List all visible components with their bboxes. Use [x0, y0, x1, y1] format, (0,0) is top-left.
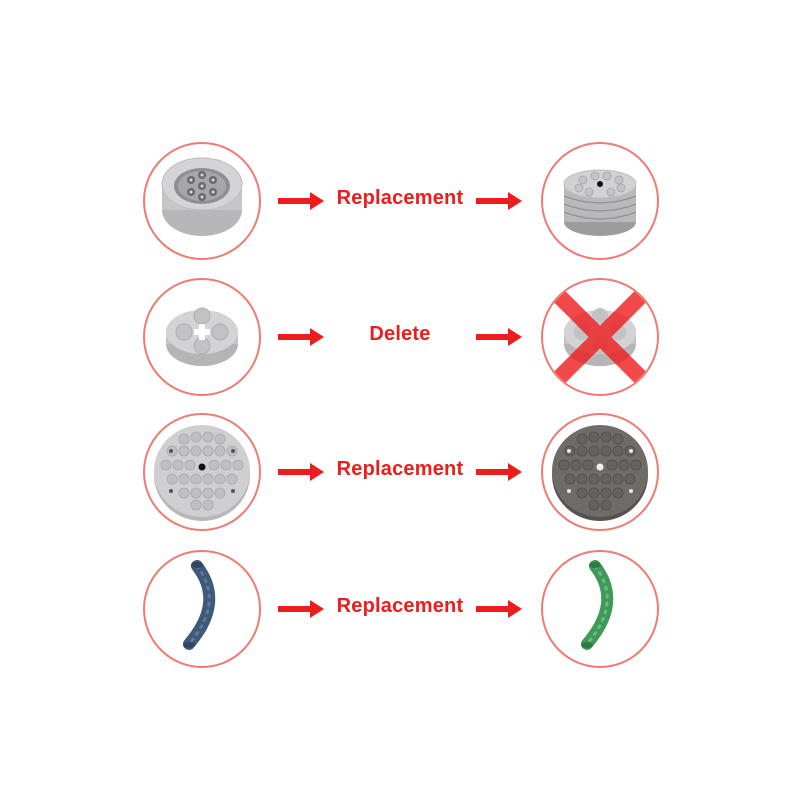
gray-round-plate-icon — [166, 307, 238, 366]
source-part-circle — [143, 413, 261, 531]
dark-gray-round-plate-6x6-icon — [552, 425, 648, 521]
gray-round-tile-stack-icon — [563, 169, 637, 236]
dark-blue-curved-tube-icon — [183, 560, 216, 650]
light-gray-round-plate-6x6-icon — [154, 425, 250, 521]
green-curved-tube-icon — [581, 560, 614, 650]
row-1: Replacement — [0, 142, 800, 262]
arrow-right-icon — [476, 600, 522, 618]
arrow-right-icon — [278, 600, 324, 618]
arrow-right-icon — [278, 192, 324, 210]
action-label: Delete — [369, 323, 431, 345]
action-label: Replacement — [336, 458, 464, 480]
gray-wheel-icon — [161, 157, 243, 236]
action-label: Replacement — [336, 187, 464, 209]
deleted-part-x-mark-icon — [543, 280, 657, 394]
arrow-right-icon — [278, 328, 324, 346]
row-4: Replacement — [0, 550, 800, 670]
source-part-circle — [143, 550, 261, 668]
target-part-circle — [541, 550, 659, 668]
row-2: Delete — [0, 278, 800, 398]
target-part-circle — [541, 142, 659, 260]
target-part-circle — [541, 278, 659, 396]
action-label: Replacement — [336, 595, 464, 617]
target-part-circle — [541, 413, 659, 531]
source-part-circle — [143, 278, 261, 396]
arrow-right-icon — [476, 463, 522, 481]
row-3: Replacement — [0, 413, 800, 533]
arrow-right-icon — [476, 192, 522, 210]
source-part-circle — [143, 142, 261, 260]
arrow-right-icon — [476, 328, 522, 346]
arrow-right-icon — [278, 463, 324, 481]
